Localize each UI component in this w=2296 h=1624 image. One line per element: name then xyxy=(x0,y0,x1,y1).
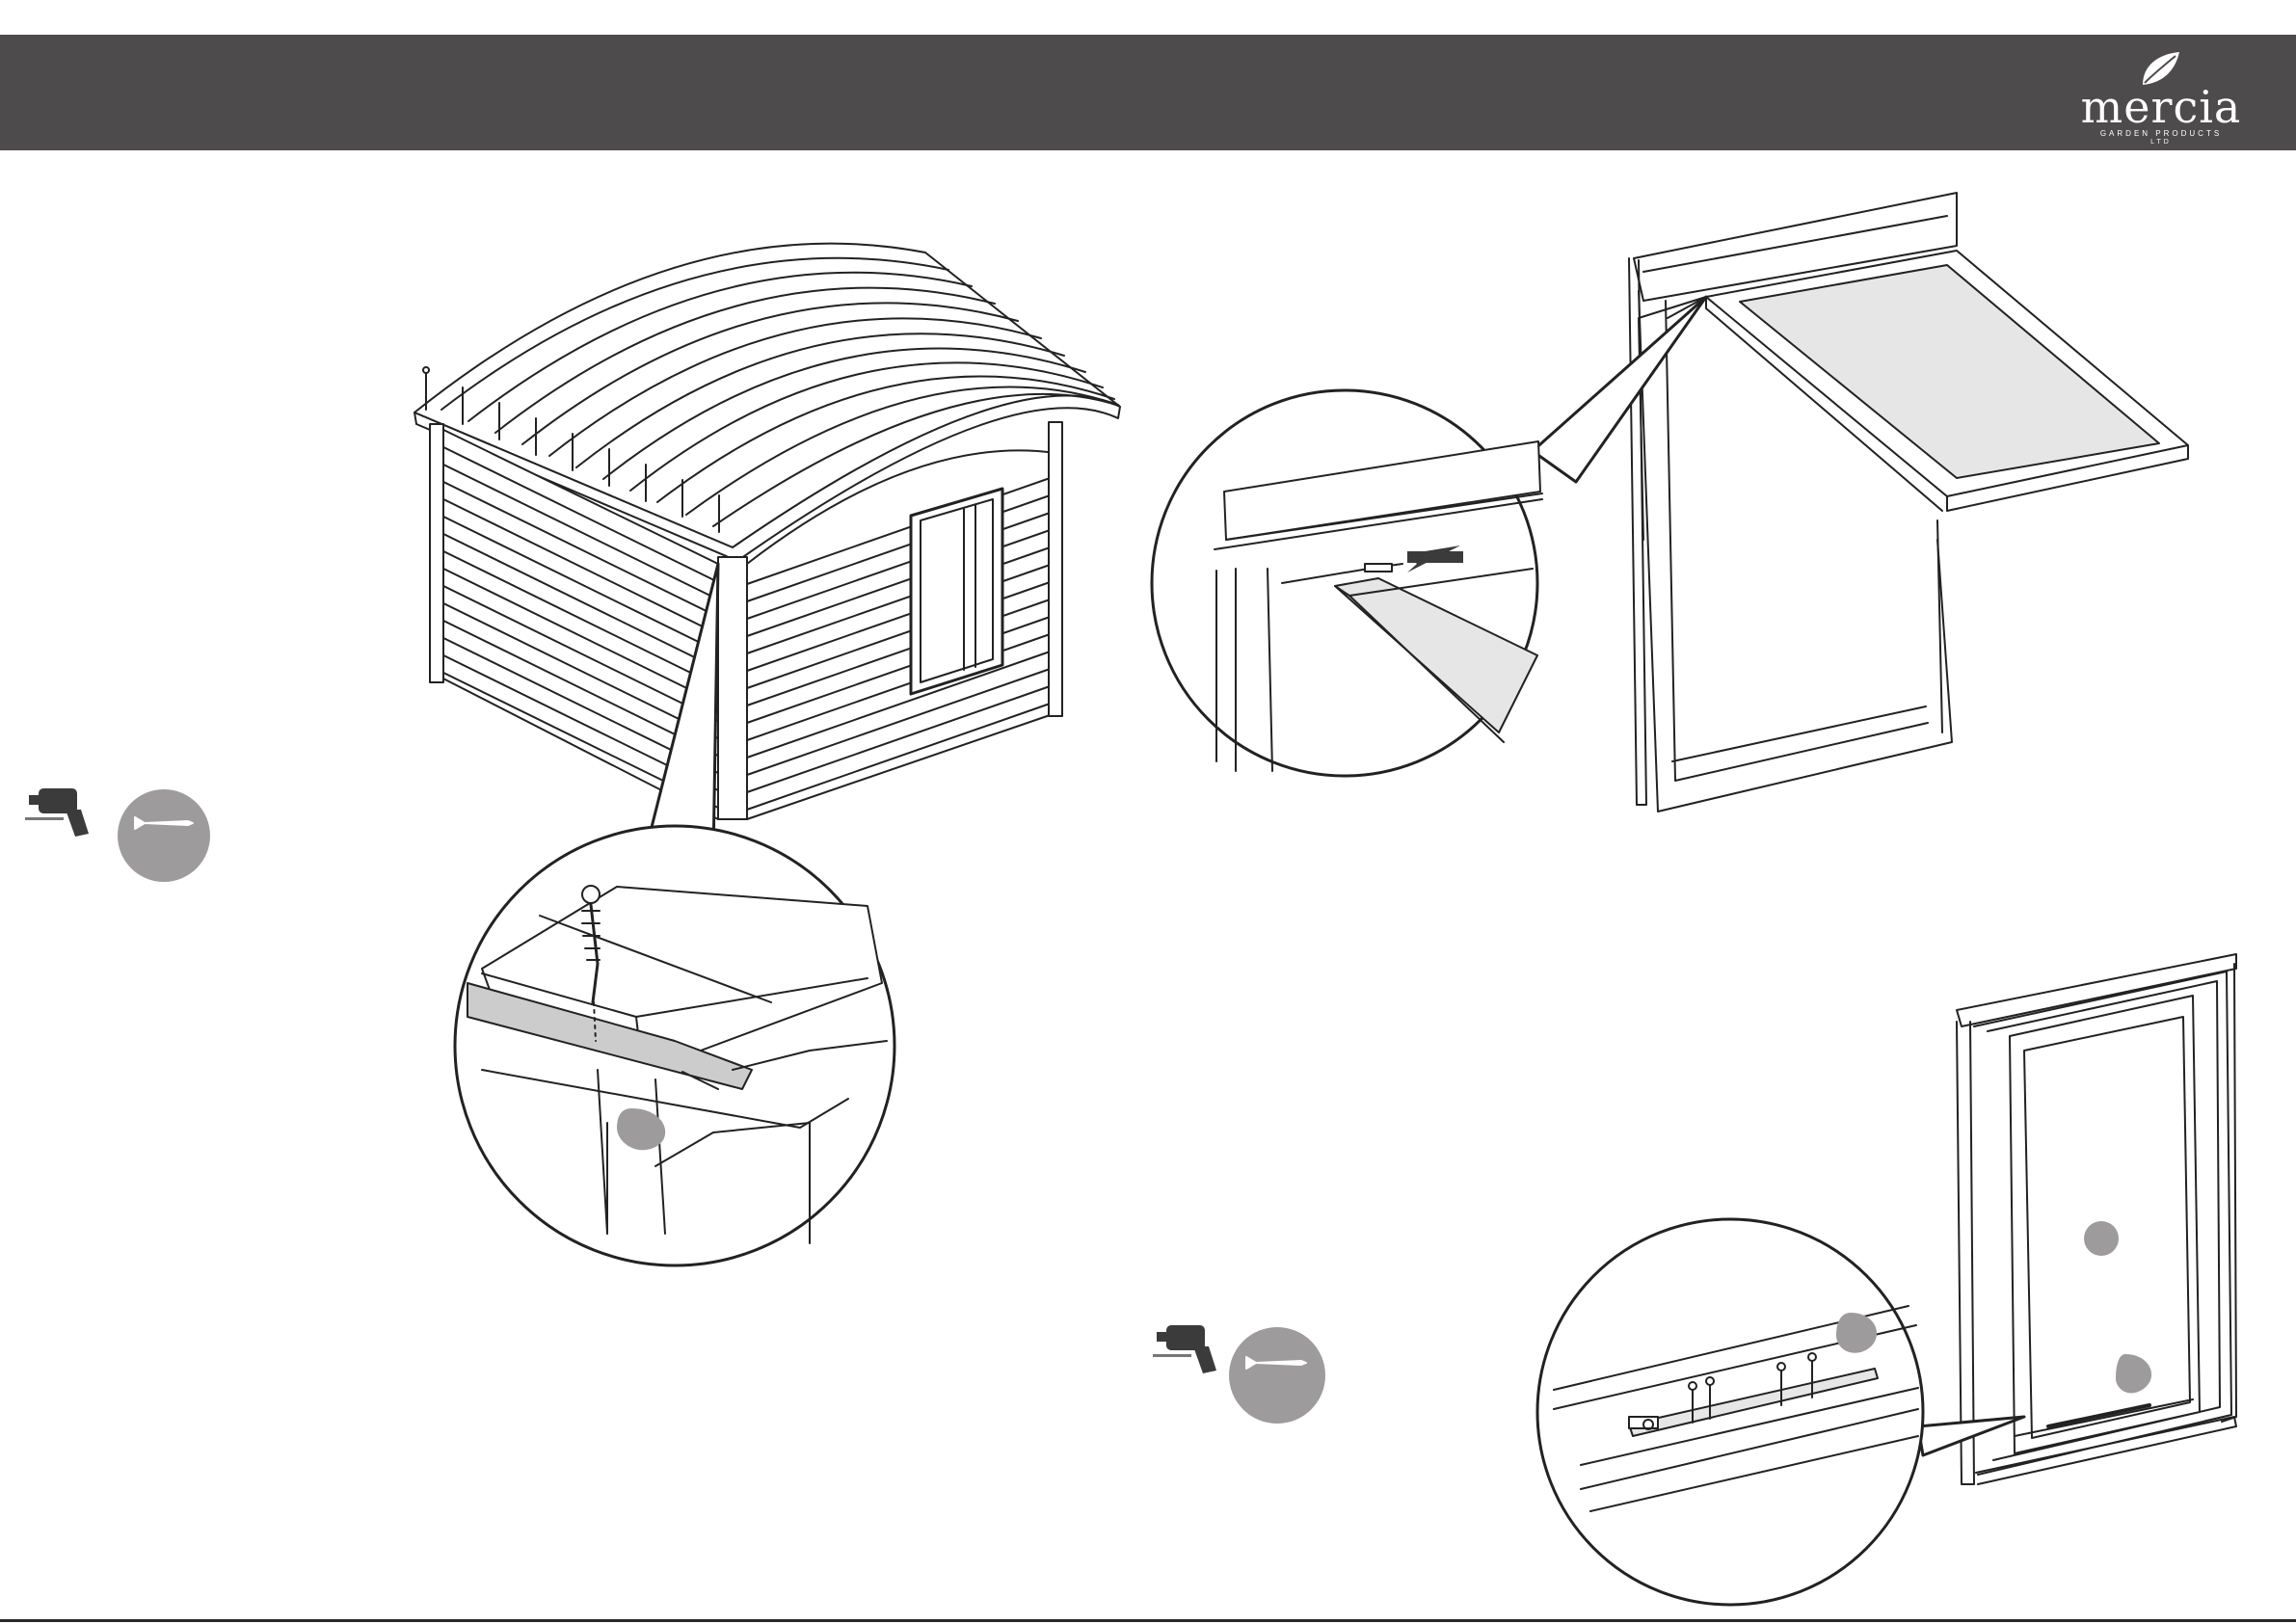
window-latch-illustration xyxy=(1918,954,2236,1484)
window-canopy-illustration xyxy=(1533,193,2188,812)
latch-detail xyxy=(1537,1219,1923,1605)
cabin-window xyxy=(911,489,1002,694)
roof-fixing-detail xyxy=(455,826,894,1265)
screw-icon xyxy=(1229,1327,1325,1424)
drill-icon xyxy=(25,788,89,837)
callout-dot xyxy=(2084,1221,2119,1256)
footer-rule xyxy=(0,1619,2296,1622)
step3-tools xyxy=(1153,1325,1325,1424)
cabin-illustration xyxy=(414,244,1120,858)
step1-tools xyxy=(25,788,210,882)
hinge-detail xyxy=(1152,390,1542,776)
drill-icon xyxy=(1153,1325,1216,1373)
screw-icon xyxy=(118,789,210,882)
